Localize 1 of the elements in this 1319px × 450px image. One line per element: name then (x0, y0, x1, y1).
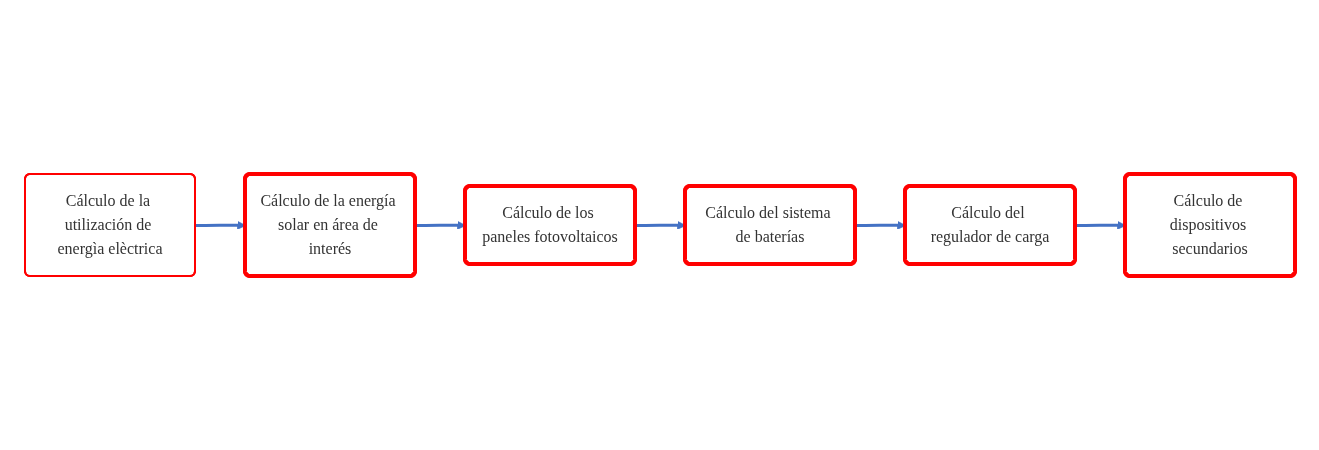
node-text: Cálculo de la utilización de energìa elèctrica (57, 192, 162, 257)
